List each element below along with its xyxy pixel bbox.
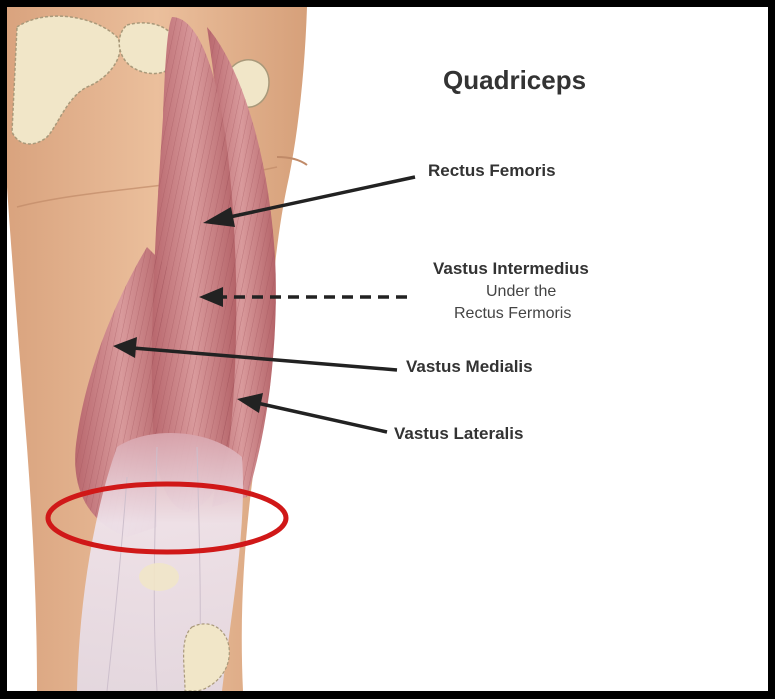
thigh-illustration: [7, 7, 768, 691]
label-vastus-lateralis: Vastus Lateralis: [394, 424, 523, 444]
label-vastus-intermedius-note-2: Rectus Fermoris: [454, 305, 571, 323]
label-vastus-intermedius: Vastus Intermedius: [433, 259, 589, 279]
label-vastus-intermedius-note-1: Under the: [486, 283, 556, 301]
label-vastus-medialis: Vastus Medialis: [406, 357, 533, 377]
label-rectus-femoris: Rectus Femoris: [428, 161, 556, 181]
diagram-title: Quadriceps: [443, 65, 586, 96]
